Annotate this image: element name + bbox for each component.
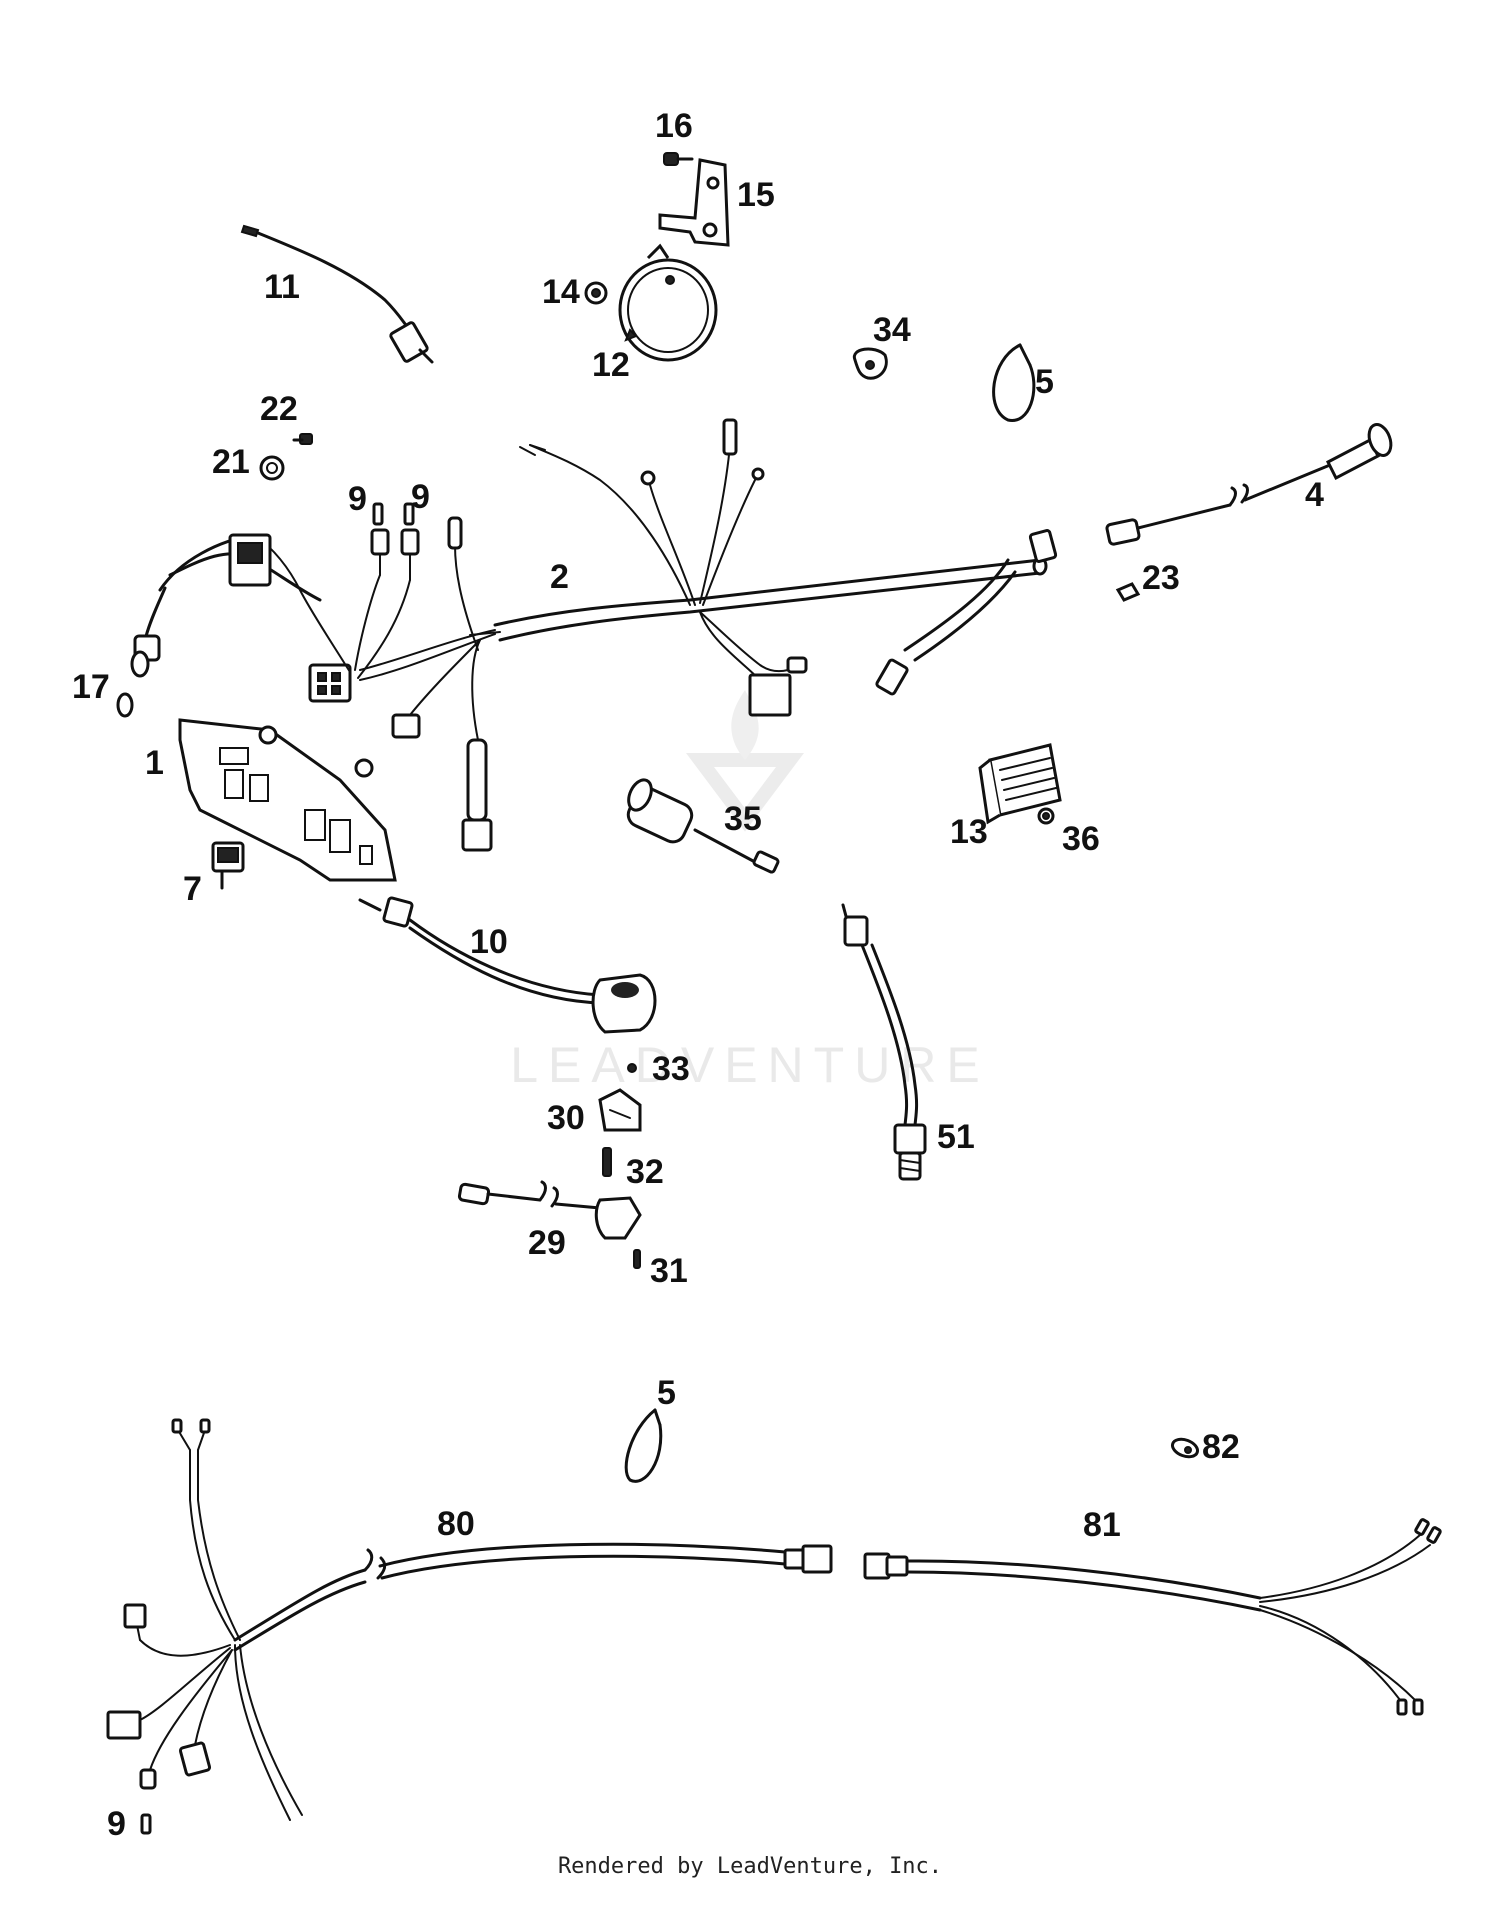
part-30-clamp (598, 1088, 642, 1132)
callout-51: 51 (937, 1118, 975, 1156)
callout-21: 21 (212, 443, 250, 481)
part-9-terminal-left (372, 502, 384, 526)
part-9-terminal-right (403, 502, 415, 526)
part-80-harness (106, 1418, 833, 1821)
callout-82: 82 (1202, 1428, 1240, 1466)
part-35-condenser (626, 778, 780, 874)
part-17-bulb (116, 692, 134, 718)
callout-16: 16 (655, 107, 693, 145)
callout-35: 35 (724, 800, 762, 838)
part-81-harness (863, 1518, 1442, 1716)
part-15-bracket (658, 158, 730, 247)
callout-1: 1 (145, 744, 164, 782)
callout-15: 15 (737, 176, 775, 214)
watermark-text: LEADVENTURE (510, 1037, 990, 1093)
part-33-washer (627, 1063, 637, 1073)
part-23-clip (1115, 582, 1141, 602)
part-82-clip (1170, 1437, 1200, 1459)
part-34-clip (852, 347, 888, 380)
callout-34: 34 (873, 311, 911, 349)
part-9-terminal-lower (140, 1813, 152, 1835)
callout-30: 30 (547, 1099, 585, 1137)
part-21-grommet (259, 455, 285, 481)
callout-9-lower: 9 (107, 1805, 126, 1843)
callout-22: 22 (260, 390, 298, 428)
part-2-main-harness (130, 418, 1058, 852)
part-5-cable-tie-lower (624, 1408, 663, 1483)
part-7-relay (211, 841, 245, 890)
callout-33: 33 (652, 1050, 690, 1088)
callout-4: 4 (1305, 476, 1324, 514)
part-12-horn (618, 243, 718, 362)
callout-29: 29 (528, 1224, 566, 1262)
callouts: 16 15 11 14 12 34 5 22 21 9 9 4 2 23 17 … (72, 107, 1324, 1843)
part-31-screw (633, 1249, 641, 1269)
callout-12: 12 (592, 346, 630, 384)
callout-36: 36 (1062, 820, 1100, 858)
part-11-sensor-lead (240, 224, 434, 364)
callout-17: 17 (72, 668, 110, 706)
callout-2: 2 (550, 558, 569, 596)
callout-81: 81 (1083, 1506, 1121, 1544)
callout-7: 7 (183, 870, 202, 908)
callout-31: 31 (650, 1252, 688, 1290)
callout-5-upper: 5 (1035, 363, 1054, 401)
part-22-screw (292, 433, 313, 445)
part-14-bolt (584, 281, 608, 305)
callout-14: 14 (542, 273, 580, 311)
callout-80: 80 (437, 1505, 475, 1543)
part-29-switch (457, 1180, 642, 1240)
part-51-sensor (841, 903, 927, 1181)
callout-11: 11 (264, 268, 300, 306)
callout-5-lower: 5 (657, 1374, 676, 1412)
part-4-lead (1105, 423, 1393, 546)
part-1-mounting-plate (178, 718, 397, 882)
part-36-bolt (1037, 807, 1055, 825)
render-credit: Rendered by LeadVenture, Inc. (557, 1854, 943, 1879)
watermark: LEADVENTURE (510, 690, 990, 1093)
part-13-regulator (978, 743, 1062, 825)
callout-32: 32 (626, 1153, 664, 1191)
callout-23: 23 (1142, 559, 1180, 597)
callout-10: 10 (470, 923, 508, 961)
callout-9-right: 9 (411, 478, 430, 516)
callout-9-left: 9 (348, 480, 367, 518)
part-10-switch (358, 896, 657, 1034)
part-5-cable-tie-upper (992, 343, 1036, 422)
part-32-screw (602, 1147, 612, 1177)
part-16-bolt (663, 152, 694, 166)
callout-13: 13 (950, 813, 988, 851)
